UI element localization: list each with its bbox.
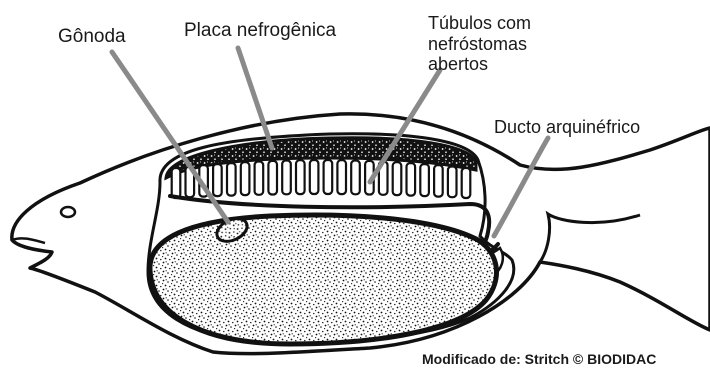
- tubule: [227, 163, 236, 196]
- eye-icon: [61, 207, 75, 217]
- label-tubulos-line-1: Túbulos com: [428, 13, 578, 34]
- tubule: [324, 160, 333, 194]
- tubule: [407, 163, 416, 196]
- label-ducto-arquinefrico: Ducto arquinéfrico: [494, 117, 640, 138]
- tubule: [241, 162, 250, 195]
- tubule: [172, 168, 181, 198]
- tubule: [337, 160, 346, 194]
- tubule: [310, 160, 319, 194]
- label-tubulos-line-3: abertos: [428, 54, 578, 75]
- label-placa-nefrogenica: Placa nefrogênica: [184, 20, 336, 42]
- stippled-organ: [150, 215, 497, 344]
- tubule: [448, 167, 457, 198]
- tubule: [282, 161, 291, 195]
- tubule: [296, 160, 305, 194]
- credit-text: Modificado de: Stritch © BIODIDAC: [422, 351, 710, 367]
- tubule: [255, 162, 264, 195]
- label-tubulos-line-2: nefróstomas: [428, 34, 578, 55]
- tubule: [462, 168, 471, 198]
- label-gonoda: Gônoda: [58, 26, 126, 48]
- tubule: [393, 162, 402, 195]
- tubule: [420, 164, 429, 196]
- tubule: [213, 164, 222, 196]
- label-tubulos: Túbulos com nefróstomas abertos: [428, 13, 578, 75]
- tubule: [351, 161, 360, 195]
- tubule: [434, 165, 443, 196]
- tubule: [268, 161, 277, 195]
